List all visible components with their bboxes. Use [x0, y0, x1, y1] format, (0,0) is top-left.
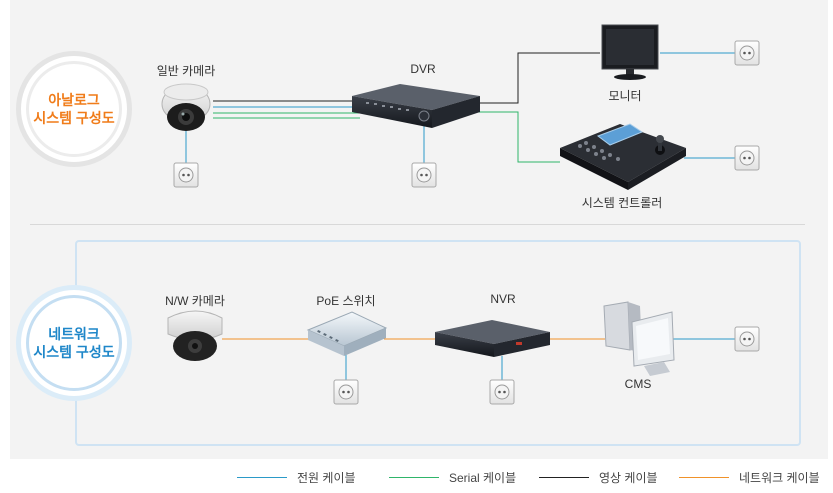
network-system-title: 네트워크 시스템 구성도 [26, 295, 122, 391]
legend-swatch [389, 477, 439, 478]
legend-label: 전원 케이블 [297, 471, 356, 485]
outlet-icon [734, 145, 760, 171]
legend-label: 네트워크 케이블 [739, 471, 820, 485]
monitor-icon [601, 24, 659, 80]
outlet-icon [489, 379, 515, 405]
dvr-label: DVR [410, 62, 436, 76]
legend-power-cable: 전원 케이블 [237, 469, 356, 486]
dvr-icon [352, 84, 480, 128]
outlet-icon [173, 162, 199, 188]
dome-camera-icon [161, 83, 211, 131]
analog-video-cables [213, 52, 600, 104]
outlet-icon [734, 40, 760, 66]
poe-switch-label: PoE 스위치 [316, 294, 376, 308]
nvr-icon [435, 320, 550, 357]
legend-label: 영상 케이블 [599, 471, 658, 485]
analog-camera-label: 일반 카메라 [156, 64, 216, 78]
dvr-controller-serial-cable [478, 111, 560, 163]
network-dome-camera-icon [167, 310, 223, 361]
poe-switch-icon [306, 311, 388, 356]
network-power-cables [345, 338, 735, 380]
analog-system-title: 아날로그 시스템 구성도 [26, 61, 122, 157]
cms-label: CMS [624, 377, 652, 391]
network-system-badge: 네트워크 시스템 구성도 [16, 285, 132, 401]
nvr-label: NVR [490, 292, 516, 306]
diagram-panel [10, 0, 828, 459]
legend-swatch [237, 477, 287, 478]
dvr-monitor-video-cable [478, 52, 600, 104]
analog-system-badge: 아날로그 시스템 구성도 [16, 51, 132, 167]
system-controller-label: 시스템 컨트롤러 [581, 196, 663, 210]
outlet-icon [411, 162, 437, 188]
cms-computer-icon [603, 301, 675, 376]
legend-serial-cable: Serial 케이블 [389, 469, 516, 486]
legend-label: Serial 케이블 [449, 471, 517, 485]
system-controller-icon [560, 123, 686, 190]
legend-swatch [679, 477, 729, 478]
monitor-label: 모니터 [608, 89, 642, 103]
analog-serial-cables [213, 111, 560, 163]
outlet-icon [734, 326, 760, 352]
analog-power-cables [185, 52, 735, 165]
legend-swatch [539, 477, 589, 478]
nw-camera-label: N/W 카메라 [165, 294, 225, 308]
legend-network-cable: 네트워크 케이블 [679, 469, 820, 486]
legend-video-cable: 영상 케이블 [539, 469, 658, 486]
outlet-icon [333, 379, 359, 405]
section-divider [30, 224, 805, 225]
